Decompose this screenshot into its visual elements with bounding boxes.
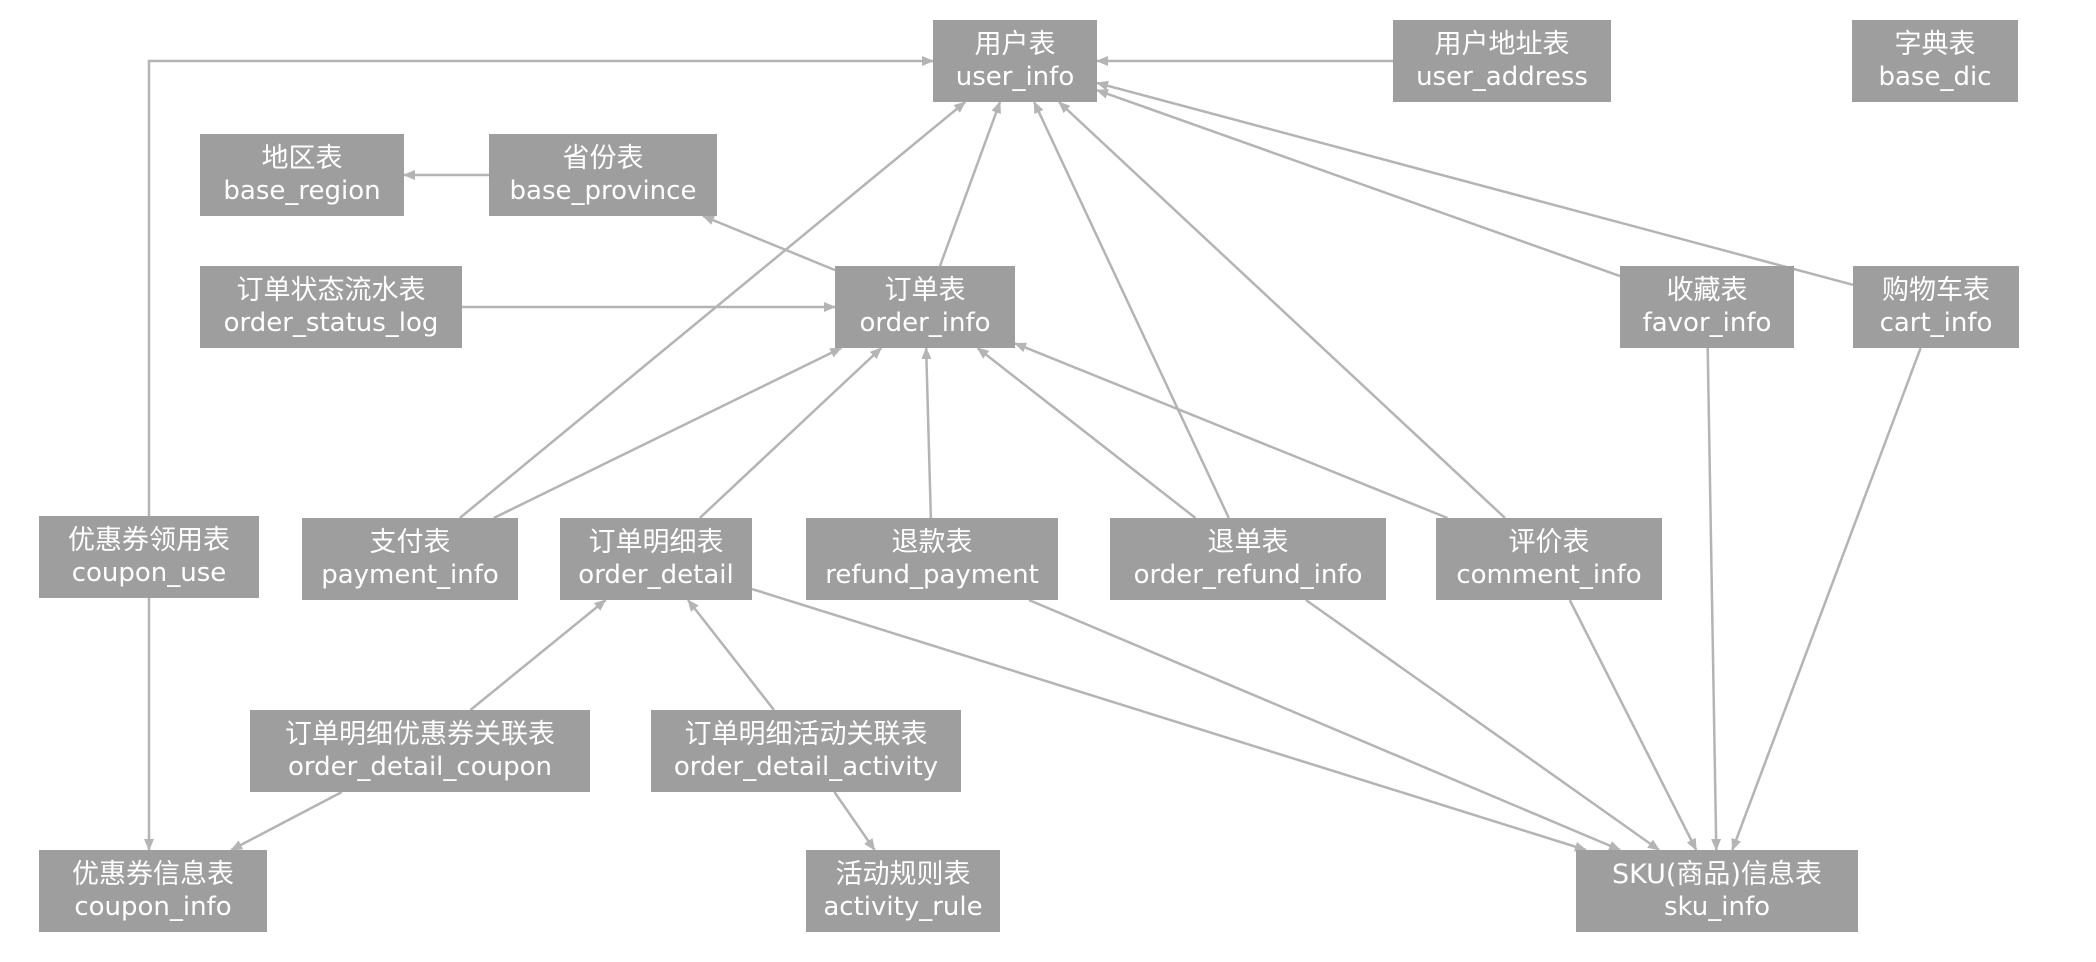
node-cart-info-en: cart_info	[1879, 307, 1993, 338]
node-comment-info-cn: 评价表	[1508, 526, 1590, 558]
node-order-refund-info-en: order_refund_info	[1133, 559, 1363, 590]
node-order-detail-coupon-cn: 订单明细优惠券关联表	[285, 718, 555, 750]
node-order-info-cn: 订单表	[884, 274, 966, 306]
node-user-address: 用户地址表 user_address	[1393, 20, 1611, 102]
node-refund-payment-cn: 退款表	[891, 526, 973, 558]
node-coupon-info: 优惠券信息表 coupon_info	[39, 850, 267, 932]
node-coupon-info-cn: 优惠券信息表	[72, 858, 234, 890]
node-order-info-en: order_info	[859, 307, 991, 338]
node-favor-info: 收藏表 favor_info	[1620, 266, 1794, 348]
node-order-status-log: 订单状态流水表 order_status_log	[200, 266, 462, 348]
node-order-refund-info-cn: 退单表	[1207, 526, 1289, 558]
edge-order-refund-info-to-order-info	[976, 347, 1197, 519]
node-comment-info: 评价表 comment_info	[1436, 518, 1662, 600]
edge-order-detail-activity-to-order-detail	[687, 599, 775, 711]
edge-coupon-use-to-user-info	[147, 56, 934, 516]
node-order-detail-activity-en: order_detail_activity	[673, 751, 939, 782]
node-user-info-en: user_info	[955, 61, 1075, 92]
edge-comment-info-to-order-info	[1014, 342, 1448, 520]
node-coupon-use-en: coupon_use	[71, 557, 227, 588]
node-base-region: 地区表 base_region	[200, 134, 404, 216]
node-order-detail-en: order_detail	[578, 559, 734, 590]
edge-order-detail-to-order-info	[698, 347, 883, 519]
edge-refund-payment-to-sku-info	[1028, 598, 1621, 852]
edge-order-detail-coupon-to-coupon-info	[230, 790, 343, 852]
node-sku-info: SKU(商品)信息表 sku_info	[1576, 850, 1858, 932]
node-coupon-use-cn: 优惠券领用表	[68, 524, 230, 556]
edge-cart-info-to-sku-info	[1731, 347, 1922, 851]
node-activity-rule: 活动规则表 activity_rule	[806, 850, 1000, 932]
edge-favor-info-to-sku-info	[1706, 347, 1722, 851]
edge-payment-info-to-order-info	[493, 346, 843, 520]
node-base-dic-cn: 字典表	[1894, 28, 1976, 60]
node-base-province-en: base_province	[509, 175, 697, 206]
node-user-info: 用户表 user_info	[933, 20, 1097, 102]
edge-order-detail-to-sku-info	[751, 587, 1587, 852]
node-order-detail-coupon: 订单明细优惠券关联表 order_detail_coupon	[250, 710, 590, 792]
edge-order-refund-info-to-user-info	[1033, 101, 1230, 519]
node-user-address-en: user_address	[1416, 61, 1588, 92]
node-coupon-use: 优惠券领用表 coupon_use	[39, 516, 259, 598]
edge-order-info-to-user-info	[938, 101, 1002, 267]
node-order-detail-activity-cn: 订单明细活动关联表	[684, 718, 928, 750]
node-base-region-en: base_region	[223, 175, 381, 206]
edge-order-detail-coupon-to-order-detail	[469, 599, 607, 711]
node-payment-info: 支付表 payment_info	[302, 518, 518, 600]
node-base-province: 省份表 base_province	[489, 134, 717, 216]
edge-favor-info-to-user-info	[1096, 88, 1621, 278]
node-refund-payment: 退款表 refund_payment	[806, 518, 1058, 600]
node-order-refund-info: 退单表 order_refund_info	[1110, 518, 1386, 600]
node-user-address-cn: 用户地址表	[1434, 28, 1570, 60]
node-user-info-cn: 用户表	[974, 28, 1056, 60]
node-order-status-log-en: order_status_log	[223, 307, 439, 338]
node-sku-info-cn: SKU(商品)信息表	[1612, 858, 1822, 890]
edge-comment-info-to-user-info	[1058, 101, 1506, 519]
node-favor-info-en: favor_info	[1642, 307, 1772, 338]
edge-comment-info-to-sku-info	[1568, 599, 1698, 851]
node-order-info: 订单表 order_info	[835, 266, 1015, 348]
edge-cart-info-to-user-info	[1096, 80, 1854, 287]
node-cart-info: 购物车表 cart_info	[1853, 266, 2019, 348]
node-activity-rule-en: activity_rule	[823, 891, 983, 922]
edge-order-refund-info-to-sku-info	[1305, 598, 1660, 852]
node-payment-info-en: payment_info	[321, 559, 499, 590]
node-activity-rule-cn: 活动规则表	[835, 858, 971, 890]
edge-order-info-to-base-province	[702, 214, 836, 272]
node-order-status-log-cn: 订单状态流水表	[236, 274, 426, 306]
node-sku-info-en: sku_info	[1663, 891, 1771, 922]
node-favor-info-cn: 收藏表	[1666, 274, 1748, 306]
node-base-dic-en: base_dic	[1878, 61, 1992, 92]
node-order-detail: 订单明细表 order_detail	[560, 518, 752, 600]
node-order-detail-cn: 订单明细表	[588, 526, 724, 558]
node-comment-info-en: comment_info	[1456, 559, 1642, 590]
edge-order-detail-activity-to-activity-rule	[833, 791, 876, 851]
node-order-detail-coupon-en: order_detail_coupon	[288, 751, 552, 782]
node-payment-info-cn: 支付表	[369, 526, 451, 558]
edge-payment-info-to-user-info	[459, 101, 966, 519]
node-coupon-info-en: coupon_info	[74, 891, 232, 922]
node-order-detail-activity: 订单明细活动关联表 order_detail_activity	[651, 710, 961, 792]
node-base-province-cn: 省份表	[562, 142, 644, 174]
node-cart-info-cn: 购物车表	[1882, 274, 1990, 306]
node-refund-payment-en: refund_payment	[825, 559, 1039, 590]
edge-refund-payment-to-order-info	[921, 347, 933, 519]
node-base-dic: 字典表 base_dic	[1852, 20, 2018, 102]
node-base-region-cn: 地区表	[261, 142, 343, 174]
